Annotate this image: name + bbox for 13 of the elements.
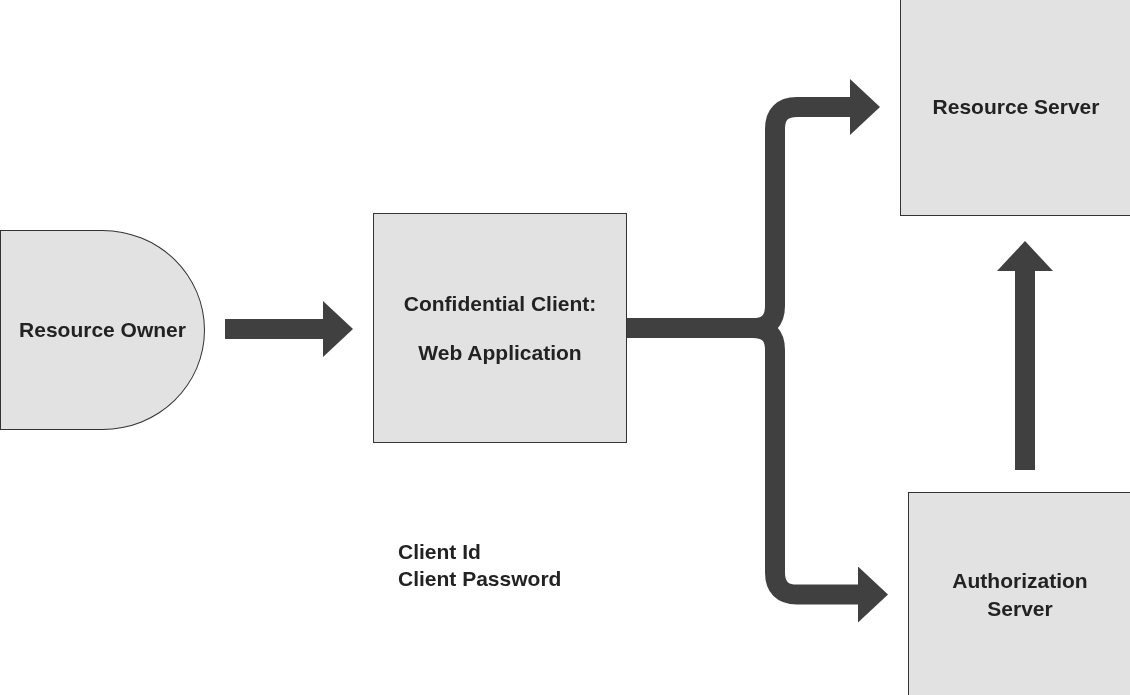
d-shape [0, 230, 205, 430]
process-box [908, 492, 1130, 695]
annotation-text: Client Password [398, 566, 562, 593]
node-label: Resource Server [932, 94, 1100, 121]
process-box [373, 213, 627, 443]
process-box [900, 0, 1130, 216]
node-label: Authorization Server [951, 568, 1089, 622]
node-label: Web Application [418, 340, 582, 366]
node-label: Confidential Client: [403, 290, 597, 317]
arrow [997, 241, 1053, 470]
annotation-text: Client Id [398, 539, 481, 565]
arrow [225, 301, 353, 357]
node-label: Resource Owner [19, 317, 186, 344]
